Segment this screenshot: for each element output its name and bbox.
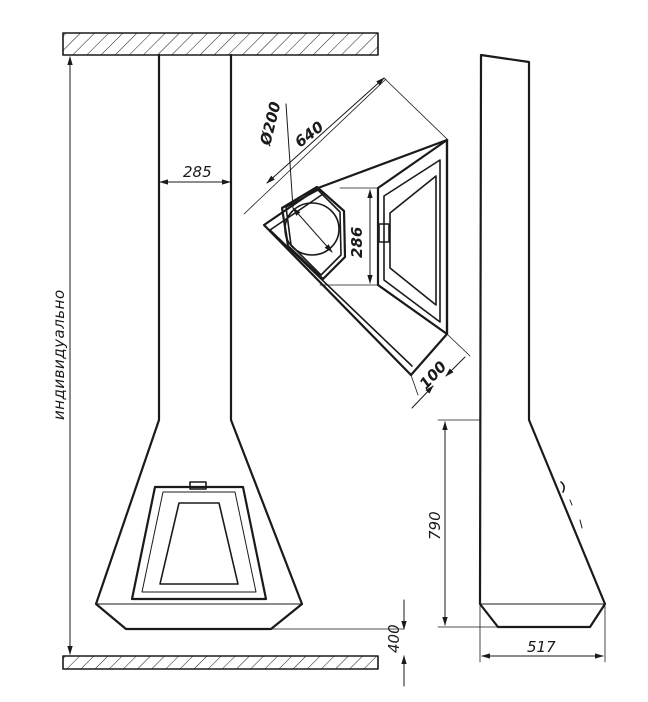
dim-285: 285 <box>159 163 231 185</box>
dim-285-label: 285 <box>183 163 212 181</box>
dim-286-label: 286 <box>348 227 366 258</box>
dim-517-label: 517 <box>527 638 556 656</box>
dim-height-label: индивидуально <box>50 289 68 420</box>
dim-517: 517 <box>479 605 606 663</box>
side-view <box>478 53 607 629</box>
door-handle <box>189 481 207 490</box>
floor-slab <box>62 655 379 670</box>
dim-overall-height: индивидуально <box>50 56 73 655</box>
flue-circle <box>284 202 340 256</box>
dim-diameter-label: Ø200 <box>256 100 284 148</box>
dim-400-label: 400 <box>385 624 403 653</box>
ceiling-slab <box>62 32 379 56</box>
dim-400: 400 <box>270 599 407 687</box>
front-view <box>94 53 304 631</box>
plan-view: 640 286 Ø200 100 <box>243 77 471 409</box>
plan-handle <box>378 223 390 243</box>
dim-790: 790 <box>426 419 499 628</box>
dim-640-label: 640 <box>291 118 327 151</box>
dim-790-label: 790 <box>426 511 444 540</box>
